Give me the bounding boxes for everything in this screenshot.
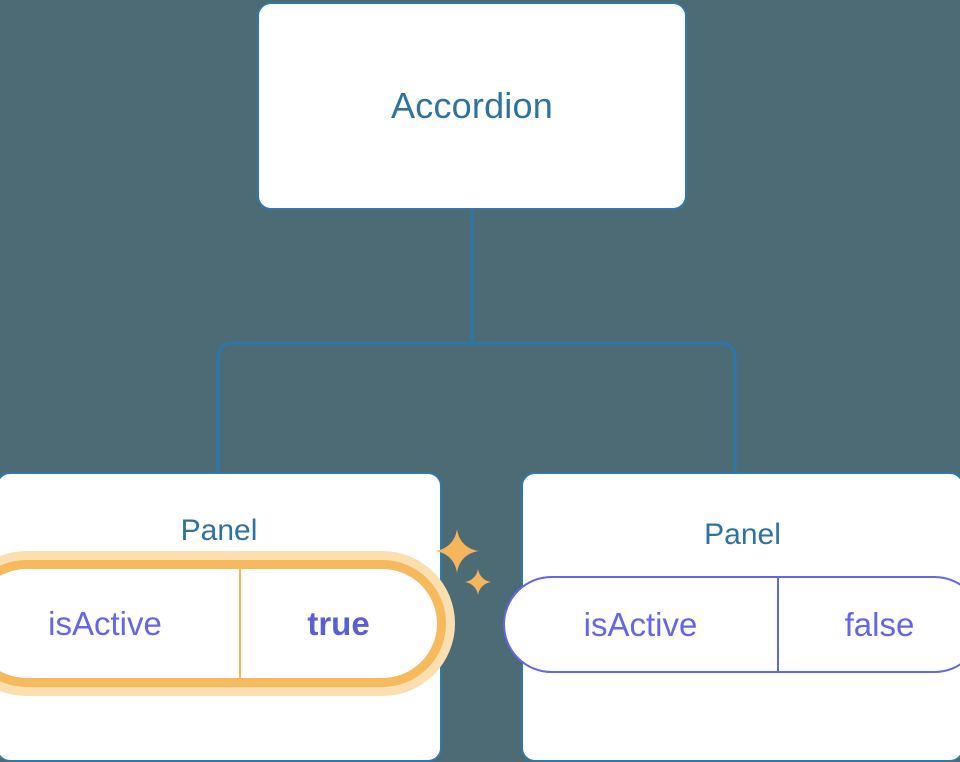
prop-value: false — [779, 578, 960, 671]
node-title: Panel — [704, 520, 781, 550]
component-tree-canvas: Accordion Panel isActive true Panel — [0, 0, 960, 734]
prop-value: true — [241, 569, 437, 678]
node-accordion[interactable]: Accordion — [257, 2, 687, 210]
prop-key: isActive — [505, 578, 779, 671]
prop-pill-wrapper: isActive true — [0, 560, 446, 687]
prop-pill-wrapper: isActive false — [503, 576, 960, 673]
node-panel-inactive[interactable]: Panel isActive false — [521, 472, 960, 762]
sparkle-icon — [434, 528, 480, 574]
prop-key: isActive — [0, 569, 241, 678]
connector-branch-right — [472, 343, 735, 474]
sparkle-icon — [464, 568, 492, 596]
prop-pill-isactive-false[interactable]: isActive false — [503, 576, 960, 673]
prop-pill-isactive-true[interactable]: isActive true — [0, 560, 446, 687]
connector-branch-left — [218, 343, 472, 474]
node-title: Panel — [181, 516, 258, 546]
node-title: Accordion — [391, 88, 553, 124]
node-panel-active[interactable]: Panel isActive true — [0, 472, 442, 762]
